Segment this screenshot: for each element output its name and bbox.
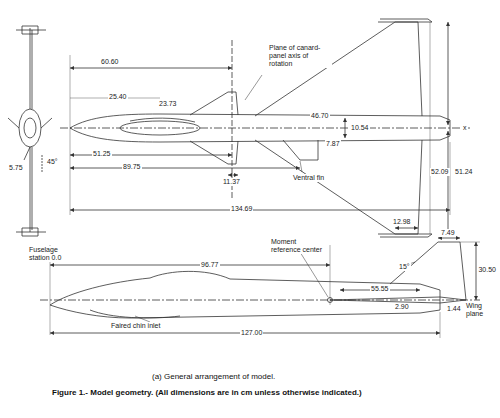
dimension-label: 5.75 — [8, 164, 24, 172]
dimension-label: Moment reference center — [270, 238, 324, 254]
dimension-label: 96.77 — [200, 261, 220, 269]
dimension-label: Ventral fin — [292, 174, 325, 182]
dimension-label: 7.49 — [440, 229, 456, 237]
dimension-label: 51.25 — [92, 150, 112, 158]
dimension-label: 45° — [46, 158, 59, 166]
dimension-label: 12.98 — [392, 218, 412, 226]
dimension-label: 52.09 — [430, 168, 450, 176]
subfigure-caption: (a) General arrangement of model. — [152, 372, 275, 382]
dimension-label: 30.50 — [477, 266, 497, 274]
dimension-label: Plane of canard-panel axis of rotation — [268, 44, 332, 68]
dimension-label: 127.00 — [240, 329, 263, 337]
dimension-label: 134.69 — [230, 205, 253, 213]
dimension-label: Fuselage station 0.0 — [28, 246, 72, 262]
dimension-label: 1.44 — [446, 305, 462, 313]
dimension-label: 23.73 — [158, 100, 178, 108]
dimension-label: 7.87 — [325, 140, 341, 148]
dimension-label: 10.54 — [350, 124, 370, 132]
dimension-label: 11.37 — [222, 178, 241, 186]
dimension-label: 25.40 — [108, 93, 128, 101]
dimension-label: Faired chin inlet — [110, 322, 161, 330]
dimension-label: 46.70 — [310, 112, 330, 120]
side-view — [40, 238, 480, 338]
dimension-label: 60.60 — [100, 58, 120, 66]
figure-caption: Figure 1.- Model geometry. (All dimensio… — [52, 388, 362, 398]
front-view — [8, 26, 52, 236]
dimension-label: 51.24 — [454, 168, 474, 176]
dimension-label: 2.90 — [394, 303, 410, 311]
dimension-label: 89.75 — [122, 163, 142, 171]
dimension-label: 15° — [398, 263, 411, 271]
dimension-label: x — [462, 124, 468, 132]
dimension-label: 55.55 — [370, 285, 390, 293]
plan-view — [60, 19, 470, 237]
dimension-label: Wing plane — [465, 302, 497, 318]
